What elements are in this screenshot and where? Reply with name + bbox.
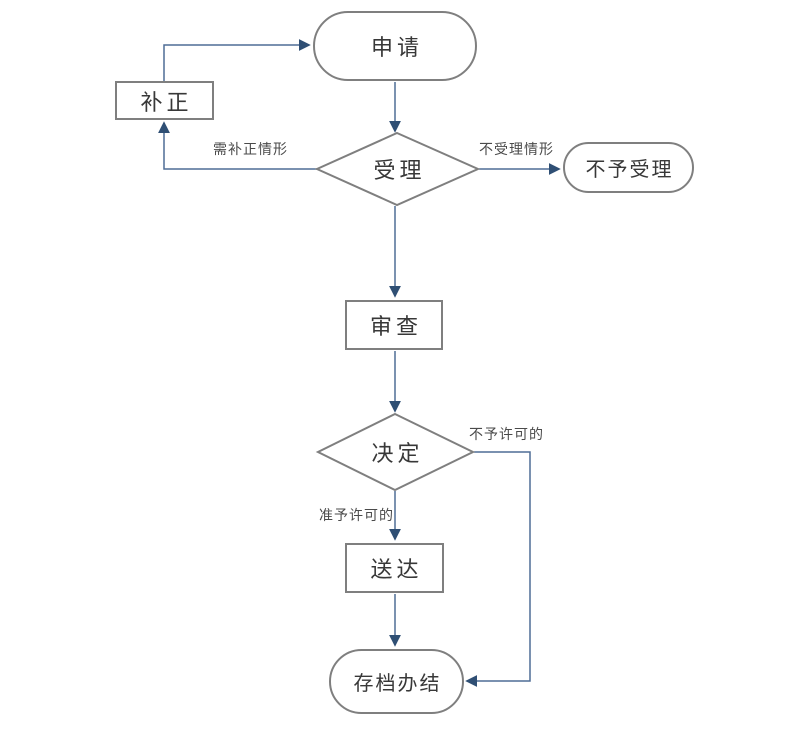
node-correction: 补正 (115, 81, 214, 120)
node-accept-diamond-shape (314, 131, 481, 207)
edge-label-permitted: 准予许可的 (319, 507, 394, 523)
edge-correction-to-apply (163, 39, 311, 81)
node-decision-diamond-shape (315, 412, 476, 492)
edge-label-not-permitted: 不予许可的 (469, 426, 544, 442)
node-archive: 存档办结 (329, 649, 464, 714)
edge-decision-to-archive (465, 451, 531, 687)
node-review: 审查 (345, 300, 443, 350)
node-decision-label: 决定 (371, 441, 424, 466)
node-accept-label: 受理 (373, 158, 426, 183)
edge-accept-to-correction (158, 121, 317, 170)
node-deliver: 送达 (345, 543, 444, 593)
node-reject: 不予受理 (563, 142, 694, 193)
edge-label-not-accepted: 不受理情形 (479, 141, 554, 157)
edge-label-need-correction: 需补正情形 (213, 141, 288, 157)
node-apply: 申请 (313, 11, 477, 81)
